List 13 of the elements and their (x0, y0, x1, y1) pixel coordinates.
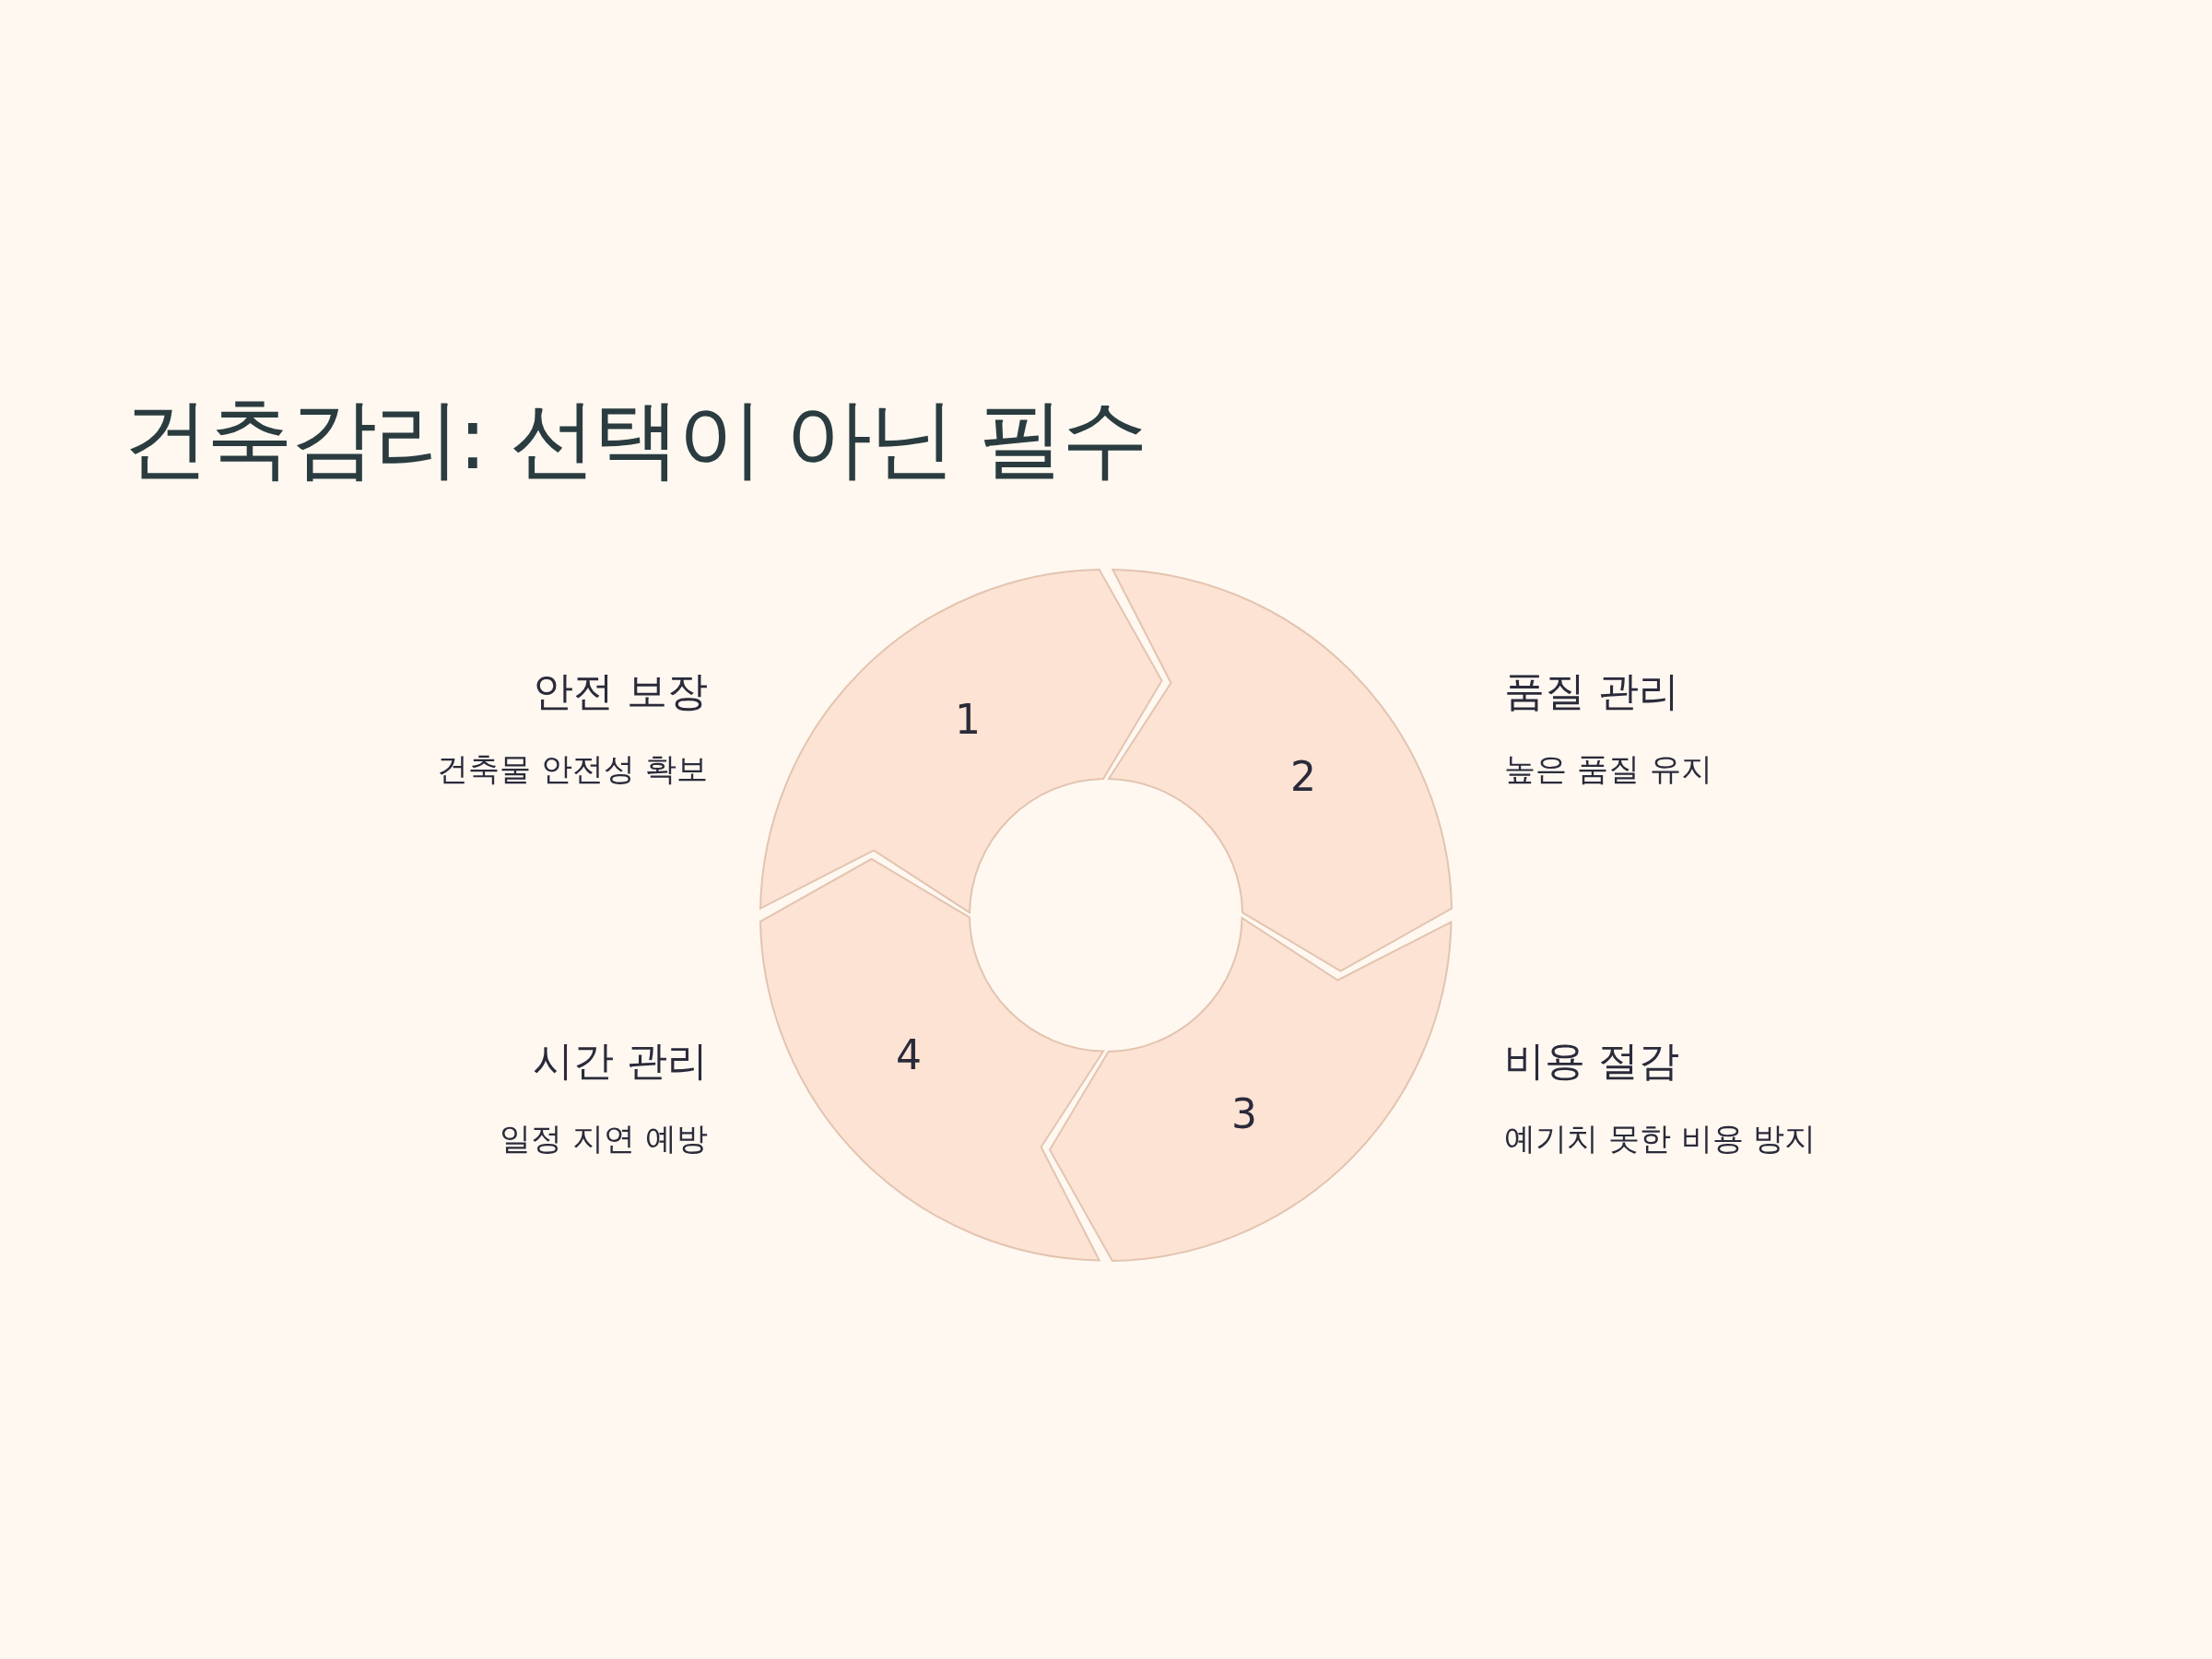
item-description: 예기치 못한 비용 방지 (1504, 1123, 1817, 1154)
item-description: 일정 지연 예방 (500, 1123, 708, 1154)
title: 건축감리: 선택이 아닌 필수 (123, 387, 1147, 490)
item-description: 높은 품질 유지 (1504, 753, 1712, 784)
step-number: 4 (896, 1035, 922, 1076)
item-description: 건축물 안전성 확보 (437, 753, 708, 784)
step-number: 1 (955, 700, 981, 740)
item-heading: 시간 관리 (533, 1041, 708, 1081)
item-heading: 비용 절감 (1504, 1041, 1679, 1081)
step-number: 2 (1290, 757, 1316, 797)
step-number: 3 (1231, 1094, 1257, 1135)
item-heading: 안전 보장 (533, 671, 708, 712)
item-heading: 품질 관리 (1504, 671, 1679, 712)
